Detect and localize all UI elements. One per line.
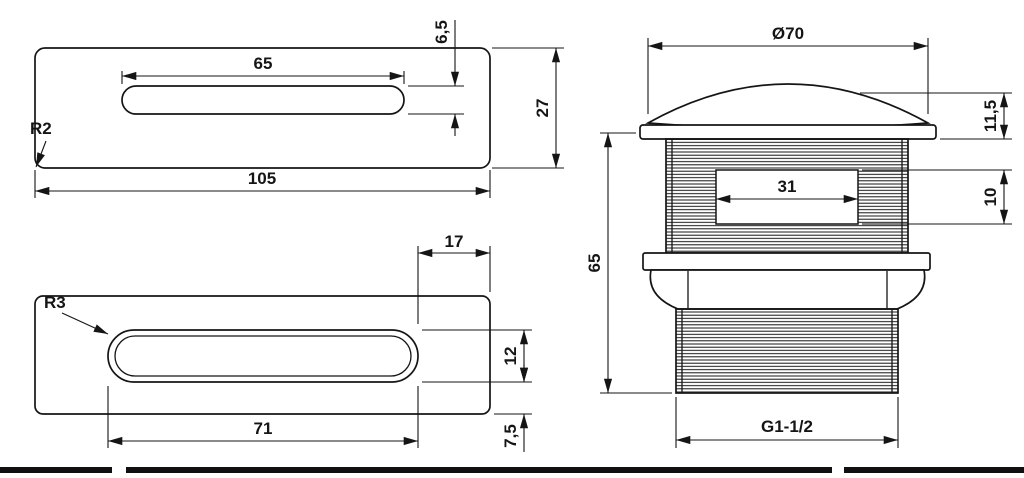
plate-slot (121, 85, 405, 115)
sheet-edge-gap (832, 467, 844, 473)
extension-lines-slot-length (121, 71, 405, 84)
dim-edge-offset: 17 (417, 232, 491, 324)
valve-cap-dome (645, 83, 931, 130)
dim-label-window-height: 10 (981, 188, 1000, 207)
valve-cap-flange (639, 124, 937, 140)
dim-label-corner-radius: R2 (30, 119, 52, 138)
drain-valve-view: Ø70 31 10 11,5 65 (585, 24, 1012, 448)
dim-label-plate-height: 27 (533, 99, 552, 118)
sheet-edge-bar (0, 467, 1024, 473)
dim-slot-width: 12 (422, 329, 532, 383)
extension-lines-cap-height (860, 92, 1012, 140)
dim-corner-radius: R2 (30, 119, 52, 168)
leader-slot-corner-radius (61, 312, 109, 335)
dim-label-body-height: 65 (585, 254, 604, 273)
sheet-edge-line (0, 467, 1024, 473)
dim-label-back-slot-length: 71 (254, 419, 273, 438)
valve-seal-chamfer-lines (687, 271, 888, 308)
dim-label-slot-width: 12 (501, 347, 520, 366)
valve-upper-thread-edges (671, 139, 903, 253)
leader-corner-radius (35, 140, 47, 168)
dim-label-bottom-offset: 7,5 (501, 424, 520, 448)
dim-label-slot-height: 6,5 (432, 20, 451, 44)
dim-label-cap-height: 11,5 (981, 100, 1000, 132)
dim-label-cap-diameter: Ø70 (772, 24, 804, 43)
dim-overflow-window-height: 10 (862, 169, 1012, 225)
dim-plate-height: 27 (492, 47, 564, 169)
extension-lines-slot-width (422, 329, 532, 383)
dim-slot-length: 65 (121, 54, 405, 84)
valve-lower-thread-body (675, 308, 899, 394)
sheet-edge-gap (112, 467, 126, 473)
overflow-plate-back-view: 17 R3 12 7,5 71 (34, 232, 532, 452)
valve-seal-washer (649, 269, 926, 310)
dim-slot-height: 6,5 (408, 20, 464, 136)
extension-lines-cap-diameter (647, 38, 929, 114)
extension-lines-edge-offset (417, 246, 491, 324)
dim-plate-length: 105 (34, 169, 491, 198)
valve-mounting-flange (642, 252, 931, 271)
overflow-plate-front-view: 65 6,5 27 R2 105 (30, 20, 564, 198)
dim-thread-spec: G1-1/2 (675, 397, 899, 448)
plate-back-slot-outer (107, 329, 419, 383)
dim-label-edge-offset: 17 (445, 232, 464, 251)
dim-label-plate-length: 105 (248, 169, 276, 188)
extension-lines-plate-height (492, 47, 564, 169)
dim-cap-diameter: Ø70 (647, 24, 929, 114)
dim-label-thread-spec: G1-1/2 (761, 417, 813, 436)
dim-overflow-window-length: 31 (716, 177, 858, 204)
dim-body-height: 65 (585, 132, 672, 394)
extension-lines-window-height (862, 169, 1012, 225)
valve-lower-thread-edges (681, 309, 893, 393)
dim-cap-height: 11,5 (860, 92, 1012, 140)
dim-label-window-length: 31 (778, 177, 797, 196)
dim-label-slot-corner-radius: R3 (44, 293, 66, 312)
dim-bottom-offset: 7,5 (494, 364, 532, 452)
dim-back-slot-length: 71 (107, 386, 419, 448)
dim-label-slot-length: 65 (254, 54, 273, 73)
plate-back-slot-inner (114, 335, 412, 377)
dim-slot-corner-radius: R3 (44, 293, 109, 335)
